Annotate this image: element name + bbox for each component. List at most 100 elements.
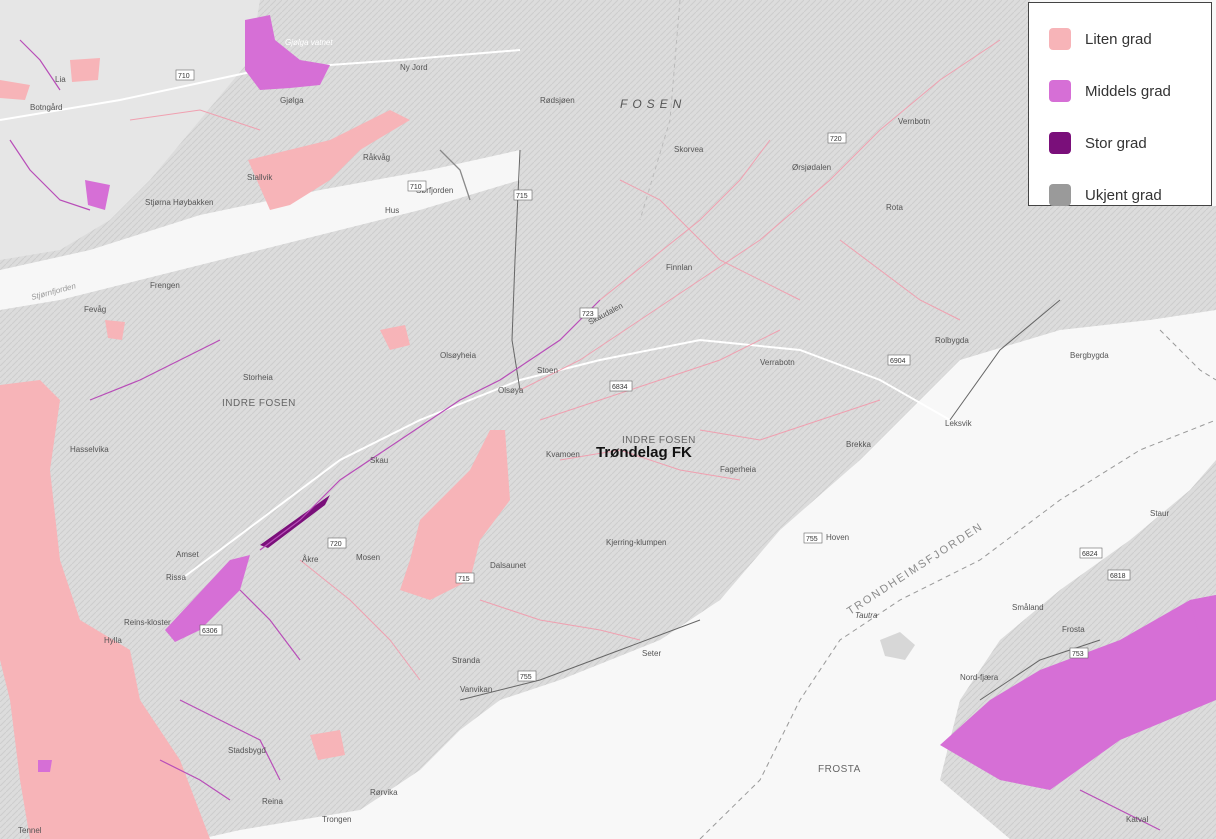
legend-item-middels-grad: Middels grad bbox=[1049, 65, 1211, 117]
place-label: Rissa bbox=[166, 573, 187, 582]
place-label: Hylla bbox=[104, 636, 122, 645]
area-middels-grad bbox=[38, 760, 52, 772]
place-label: Dalsaunet bbox=[490, 561, 527, 570]
place-label: Rota bbox=[886, 203, 903, 212]
island-tautra bbox=[880, 632, 915, 660]
area-middels-grad bbox=[85, 180, 110, 210]
water-label-gjolga: Gjølga vatnet bbox=[285, 38, 333, 47]
place-label: Gjølga bbox=[280, 96, 304, 105]
region-label: Trøndelag FK bbox=[596, 444, 692, 461]
boundary-line bbox=[1159, 329, 1216, 381]
area-middels-grad bbox=[1190, 595, 1216, 640]
place-label: Vanvikan bbox=[460, 685, 492, 694]
place-label: Hasselvika bbox=[70, 445, 109, 454]
place-label: Finnlan bbox=[666, 263, 692, 272]
place-label: Stoen bbox=[537, 366, 558, 375]
place-label: Hoven bbox=[826, 533, 849, 542]
legend: Liten grad Middels grad Stor grad Ukjent… bbox=[1028, 2, 1212, 206]
place-label: Staur bbox=[1150, 509, 1169, 518]
legend-swatch bbox=[1049, 28, 1071, 50]
place-label: Ny Jord bbox=[400, 63, 428, 72]
svg-text:723: 723 bbox=[582, 311, 594, 318]
svg-text:755: 755 bbox=[520, 674, 532, 681]
svg-text:6824: 6824 bbox=[1082, 551, 1098, 558]
place-label: Reina bbox=[262, 797, 283, 806]
place-label: Rørvika bbox=[370, 788, 398, 797]
place-label: Amset bbox=[176, 550, 199, 559]
svg-text:715: 715 bbox=[458, 576, 470, 583]
place-label: Kjerring-klumpen bbox=[606, 538, 666, 547]
stream-network-liten bbox=[129, 39, 1001, 681]
place-label: Vernbotn bbox=[898, 117, 930, 126]
place-label: Reins-kloster bbox=[124, 618, 171, 627]
legend-label: Ukjent grad bbox=[1085, 186, 1162, 204]
land-northwest-strip bbox=[0, 0, 260, 260]
place-label: Nord-fjæra bbox=[960, 673, 999, 682]
legend-swatch bbox=[1049, 132, 1071, 154]
svg-text:6904: 6904 bbox=[890, 358, 906, 365]
legend-label: Middels grad bbox=[1085, 82, 1171, 100]
svg-text:710: 710 bbox=[178, 73, 190, 80]
area-liten-grad bbox=[70, 58, 100, 82]
area-liten-grad bbox=[380, 325, 410, 350]
place-label: Fevåg bbox=[84, 305, 106, 314]
place-label: Rødsjøen bbox=[540, 96, 575, 105]
place-label: Lia bbox=[55, 75, 66, 84]
svg-text:6306: 6306 bbox=[202, 628, 218, 635]
place-label: Fagerheia bbox=[720, 465, 757, 474]
area-liten-grad bbox=[310, 730, 345, 760]
area-middels-grad bbox=[165, 555, 250, 642]
place-label: Storheia bbox=[243, 373, 273, 382]
legend-item-liten-grad: Liten grad bbox=[1049, 13, 1211, 65]
area-liten-grad bbox=[105, 320, 125, 340]
place-label: Tennel bbox=[18, 826, 42, 835]
place-label: Stranda bbox=[452, 656, 481, 665]
place-label: Verrabotn bbox=[760, 358, 795, 367]
area-label-indre-fosen: INDRE FOSEN bbox=[222, 398, 296, 409]
place-label: Ørsjødalen bbox=[792, 163, 831, 172]
svg-text:720: 720 bbox=[830, 136, 842, 143]
svg-text:6834: 6834 bbox=[612, 384, 628, 391]
area-middels-grad bbox=[245, 15, 330, 90]
area-label-indre-fosen: INDRE FOSEN bbox=[622, 435, 696, 446]
place-label: Trongen bbox=[322, 815, 352, 824]
place-label: Skau bbox=[370, 456, 388, 465]
place-label: Olsøya bbox=[498, 386, 524, 395]
area-label-fosen: FOSEN bbox=[620, 97, 686, 111]
road bbox=[979, 639, 1101, 701]
svg-text:753: 753 bbox=[1072, 651, 1084, 658]
place-label: Leksvik bbox=[945, 419, 973, 428]
place-label: Stallvik bbox=[247, 173, 273, 182]
place-label: Åkre bbox=[302, 555, 319, 564]
fjord-channel bbox=[0, 150, 520, 310]
area-label-frosta: FROSTA bbox=[818, 764, 861, 775]
place-label: Råkvåg bbox=[363, 153, 390, 162]
place-label: Hus bbox=[385, 206, 399, 215]
place-label: Kvamoen bbox=[546, 450, 580, 459]
place-label: Seter bbox=[642, 649, 661, 658]
stream-ukjent bbox=[439, 149, 471, 201]
place-label: Frengen bbox=[150, 281, 180, 290]
svg-text:715: 715 bbox=[516, 193, 528, 200]
place-label: Katval bbox=[1126, 815, 1148, 824]
boundary-line bbox=[639, 0, 681, 221]
place-label: Mosen bbox=[356, 553, 380, 562]
place-label: Sørfjorden bbox=[416, 186, 453, 195]
svg-text:755: 755 bbox=[806, 536, 818, 543]
legend-label: Stor grad bbox=[1085, 134, 1147, 152]
place-label: Rolbygda bbox=[935, 336, 969, 345]
place-label: Småland bbox=[1012, 603, 1044, 612]
area-liten-grad bbox=[0, 80, 30, 100]
legend-swatch bbox=[1049, 80, 1071, 102]
place-label: Bergbygda bbox=[1070, 351, 1109, 360]
legend-item-ukjent-grad: Ukjent grad bbox=[1049, 169, 1211, 221]
area-liten-grad bbox=[400, 430, 510, 600]
svg-text:720: 720 bbox=[330, 541, 342, 548]
place-label: Olsøyheia bbox=[440, 351, 477, 360]
legend-item-stor-grad: Stor grad bbox=[1049, 117, 1211, 169]
road bbox=[459, 619, 701, 701]
place-label: Skorvea bbox=[674, 145, 704, 154]
svg-text:6818: 6818 bbox=[1110, 573, 1126, 580]
area-middels-grad bbox=[940, 595, 1216, 790]
